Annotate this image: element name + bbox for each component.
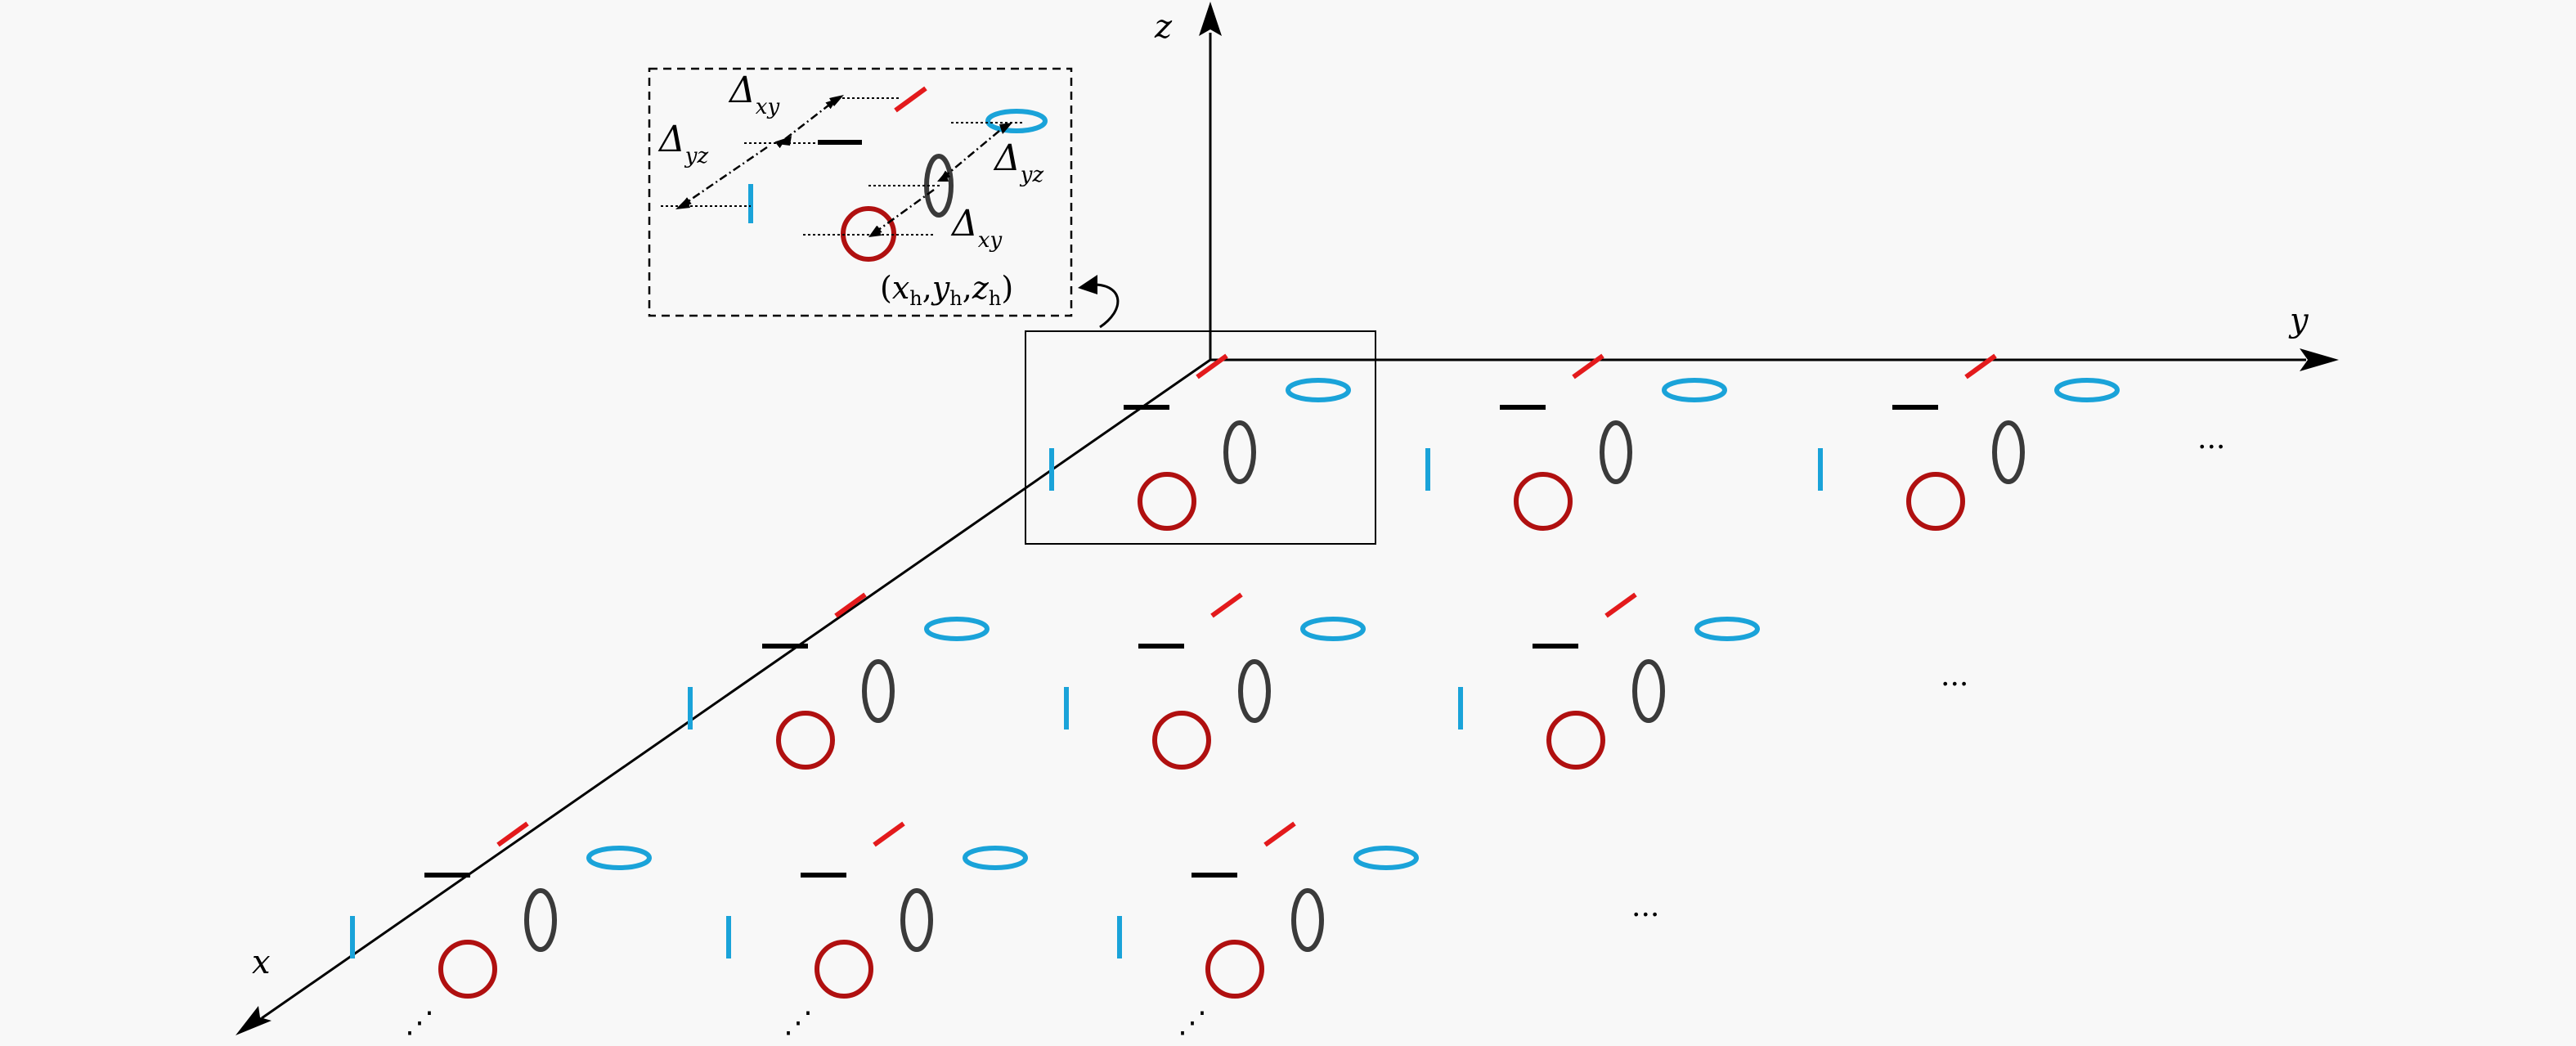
z-axis-arrowhead: [1199, 2, 1222, 36]
x-axis-label: x: [252, 944, 271, 981]
ellipsis-col2: ⋰: [783, 1006, 813, 1039]
inset-arrow-dxy-top: [774, 98, 837, 149]
cyan-loop: [1286, 378, 1351, 402]
y-axis-arrowhead: [2300, 348, 2339, 371]
red-loop: [1546, 711, 1605, 770]
gray-loop: [524, 888, 557, 952]
inset-arrow-dxy-bottom: [870, 188, 935, 236]
inset-label-dxy-bottom: Δxy: [950, 203, 1002, 253]
gray-loop: [1291, 888, 1324, 952]
ellipsis-col1: ⋰: [405, 1006, 434, 1039]
continuation-dots: ... ... ... ⋰ ⋰ ⋰: [405, 422, 2225, 1039]
highlight-box: [1025, 330, 1376, 545]
reference-coordinate: (xh,yh,zh): [880, 270, 1013, 310]
cyan-loop: [1300, 617, 1366, 641]
antenna-unit: [1818, 353, 2120, 531]
cyan-loop: [963, 846, 1028, 870]
antenna-unit: [1458, 592, 1760, 770]
inset-label-dxy-top: Δxy: [728, 70, 779, 119]
antenna-unit: [1064, 592, 1366, 770]
red-dipole: [1263, 821, 1296, 847]
inset-arrowhead-2: [777, 136, 792, 146]
gray-loop: [1238, 659, 1271, 723]
red-dipole: [496, 821, 529, 847]
cyan-loop: [1353, 846, 1419, 870]
inset-arrowhead-1: [829, 95, 844, 106]
red-dipole: [1964, 353, 1997, 379]
gray-loop: [1992, 420, 2025, 484]
inset-arrowhead-6: [868, 226, 882, 237]
red-dipole: [1210, 592, 1243, 618]
antenna-unit: [1425, 353, 1727, 531]
red-loop: [1906, 472, 1965, 531]
antenna-unit: [1049, 353, 1351, 531]
inset-label-dyz-left: Δyz: [657, 119, 708, 168]
gray-loop: [1632, 659, 1665, 723]
gray-loop: [900, 888, 933, 952]
inset-arrowhead-3: [675, 198, 690, 209]
red-dipole: [834, 592, 867, 618]
red-loop: [1205, 940, 1264, 999]
antenna-array: [350, 353, 2120, 999]
inset-arrowhead-5: [937, 172, 949, 182]
zoom-arrow-head: [1078, 275, 1097, 294]
antenna-unit: [726, 821, 1028, 999]
inset-red-dipole: [894, 86, 927, 113]
ellipsis-row2: ...: [1941, 659, 1968, 693]
inset-arrowhead-4: [999, 123, 1012, 134]
cyan-loop: [586, 846, 652, 870]
red-loop: [1514, 472, 1573, 531]
x-axis-arrowhead: [236, 1006, 272, 1035]
y-axis-label: y: [2288, 302, 2309, 339]
cyan-loop: [2054, 378, 2120, 402]
red-dipole: [1196, 353, 1228, 379]
red-dipole: [873, 821, 905, 847]
red-dipole: [1604, 592, 1637, 618]
inset-arrow-dyz-right: [939, 130, 1000, 182]
inset-arrow-dyz-left: [680, 146, 768, 208]
ellipsis-row3: ...: [1631, 890, 1659, 923]
antenna-unit: [688, 592, 990, 770]
red-loop: [438, 940, 497, 999]
red-dipole: [1572, 353, 1604, 379]
red-loop: [1138, 472, 1196, 531]
inset-border: [648, 67, 1073, 317]
cyan-loop: [924, 617, 990, 641]
antenna-unit: [350, 821, 652, 999]
antenna-unit: [1117, 821, 1419, 999]
inset-cyan-loop: [985, 109, 1048, 133]
red-loop: [776, 711, 835, 770]
gray-loop: [862, 659, 895, 723]
gray-loop: [1600, 420, 1632, 484]
zoom-arrow: [1095, 283, 1120, 329]
ellipsis-row1: ...: [2197, 422, 2225, 456]
inset-label-dyz-right: Δyz: [993, 137, 1043, 187]
inset-detail: Δxy Δyz Δyz Δxy (xh,yh,zh): [648, 67, 1073, 317]
ellipsis-col3: ⋰: [1178, 1006, 1207, 1039]
cyan-loop: [1662, 378, 1727, 402]
inset-gray-loop: [924, 154, 954, 218]
z-axis-label: z: [1154, 8, 1173, 46]
cyan-loop: [1694, 617, 1760, 641]
axes: z y x: [236, 2, 2339, 1035]
red-loop: [1152, 711, 1211, 770]
gray-loop: [1223, 420, 1256, 484]
red-loop: [815, 940, 873, 999]
